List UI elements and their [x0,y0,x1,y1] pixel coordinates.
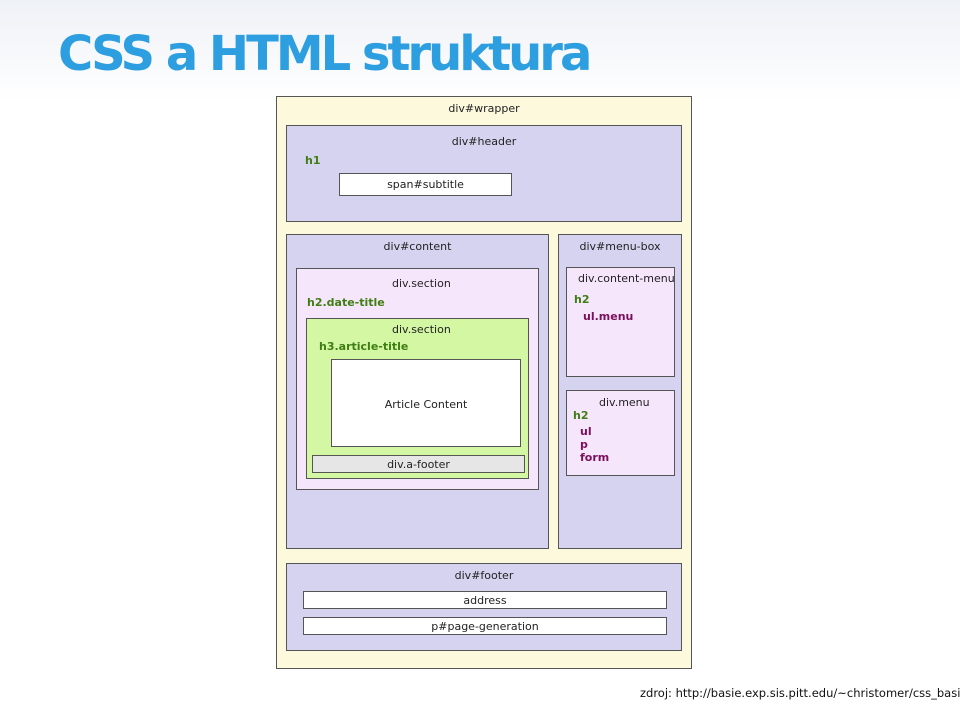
ul-menu-label: ul.menu [583,310,634,323]
a-footer-box: div.a-footer [312,455,525,473]
subtitle-label: span#subtitle [387,178,464,191]
source-link[interactable]: zdroj: http://basie.exp.sis.pitt.edu/~ch… [640,686,960,700]
menu-box-label: div#menu-box [579,240,661,253]
address-box: address [303,591,667,609]
slide-title: CSS a HTML struktura [58,26,592,82]
page-generation-label: p#page-generation [431,620,539,633]
footer-label: div#footer [454,569,514,582]
menu-box: div#menu-box div.content-menu h2 ul.menu… [558,234,682,549]
content-menu-box: div.content-menu h2 ul.menu [566,267,675,377]
header-h1-label: h1 [305,154,321,167]
section-inner-label: div.section [392,323,451,336]
menu-h2-label: h2 [573,409,589,422]
section-outer-label: div.section [392,277,451,290]
date-title-label: h2.date-title [307,296,385,309]
header-box: div#header h1 span#subtitle [286,125,682,222]
menu-p-label: p [580,438,588,451]
page-generation-box: p#page-generation [303,617,667,635]
article-title-label: h3.article-title [319,340,409,353]
section-inner-box: div.section h3.article-title Article Con… [306,318,529,479]
div-menu-label: div.menu [599,396,650,409]
menu-ul-label: ul [580,425,592,438]
subtitle-box: span#subtitle [339,173,512,196]
content-menu-h2-label: h2 [574,293,590,306]
menu-form-label: form [580,451,610,464]
div-menu-box: div.menu h2 ul p form [566,390,675,476]
article-content-box: Article Content [331,359,521,447]
address-label: address [463,594,507,607]
content-box: div#content div.section h2.date-title di… [286,234,549,549]
wrapper-label: div#wrapper [448,102,520,115]
a-footer-label: div.a-footer [387,458,450,471]
footer-box: div#footer address p#page-generation [286,563,682,651]
content-label: div#content [383,240,452,253]
content-menu-label: div.content-menu [578,272,675,285]
section-outer-box: div.section h2.date-title div.section h3… [296,268,539,490]
header-label: div#header [451,135,517,148]
article-content-label: Article Content [384,398,468,411]
